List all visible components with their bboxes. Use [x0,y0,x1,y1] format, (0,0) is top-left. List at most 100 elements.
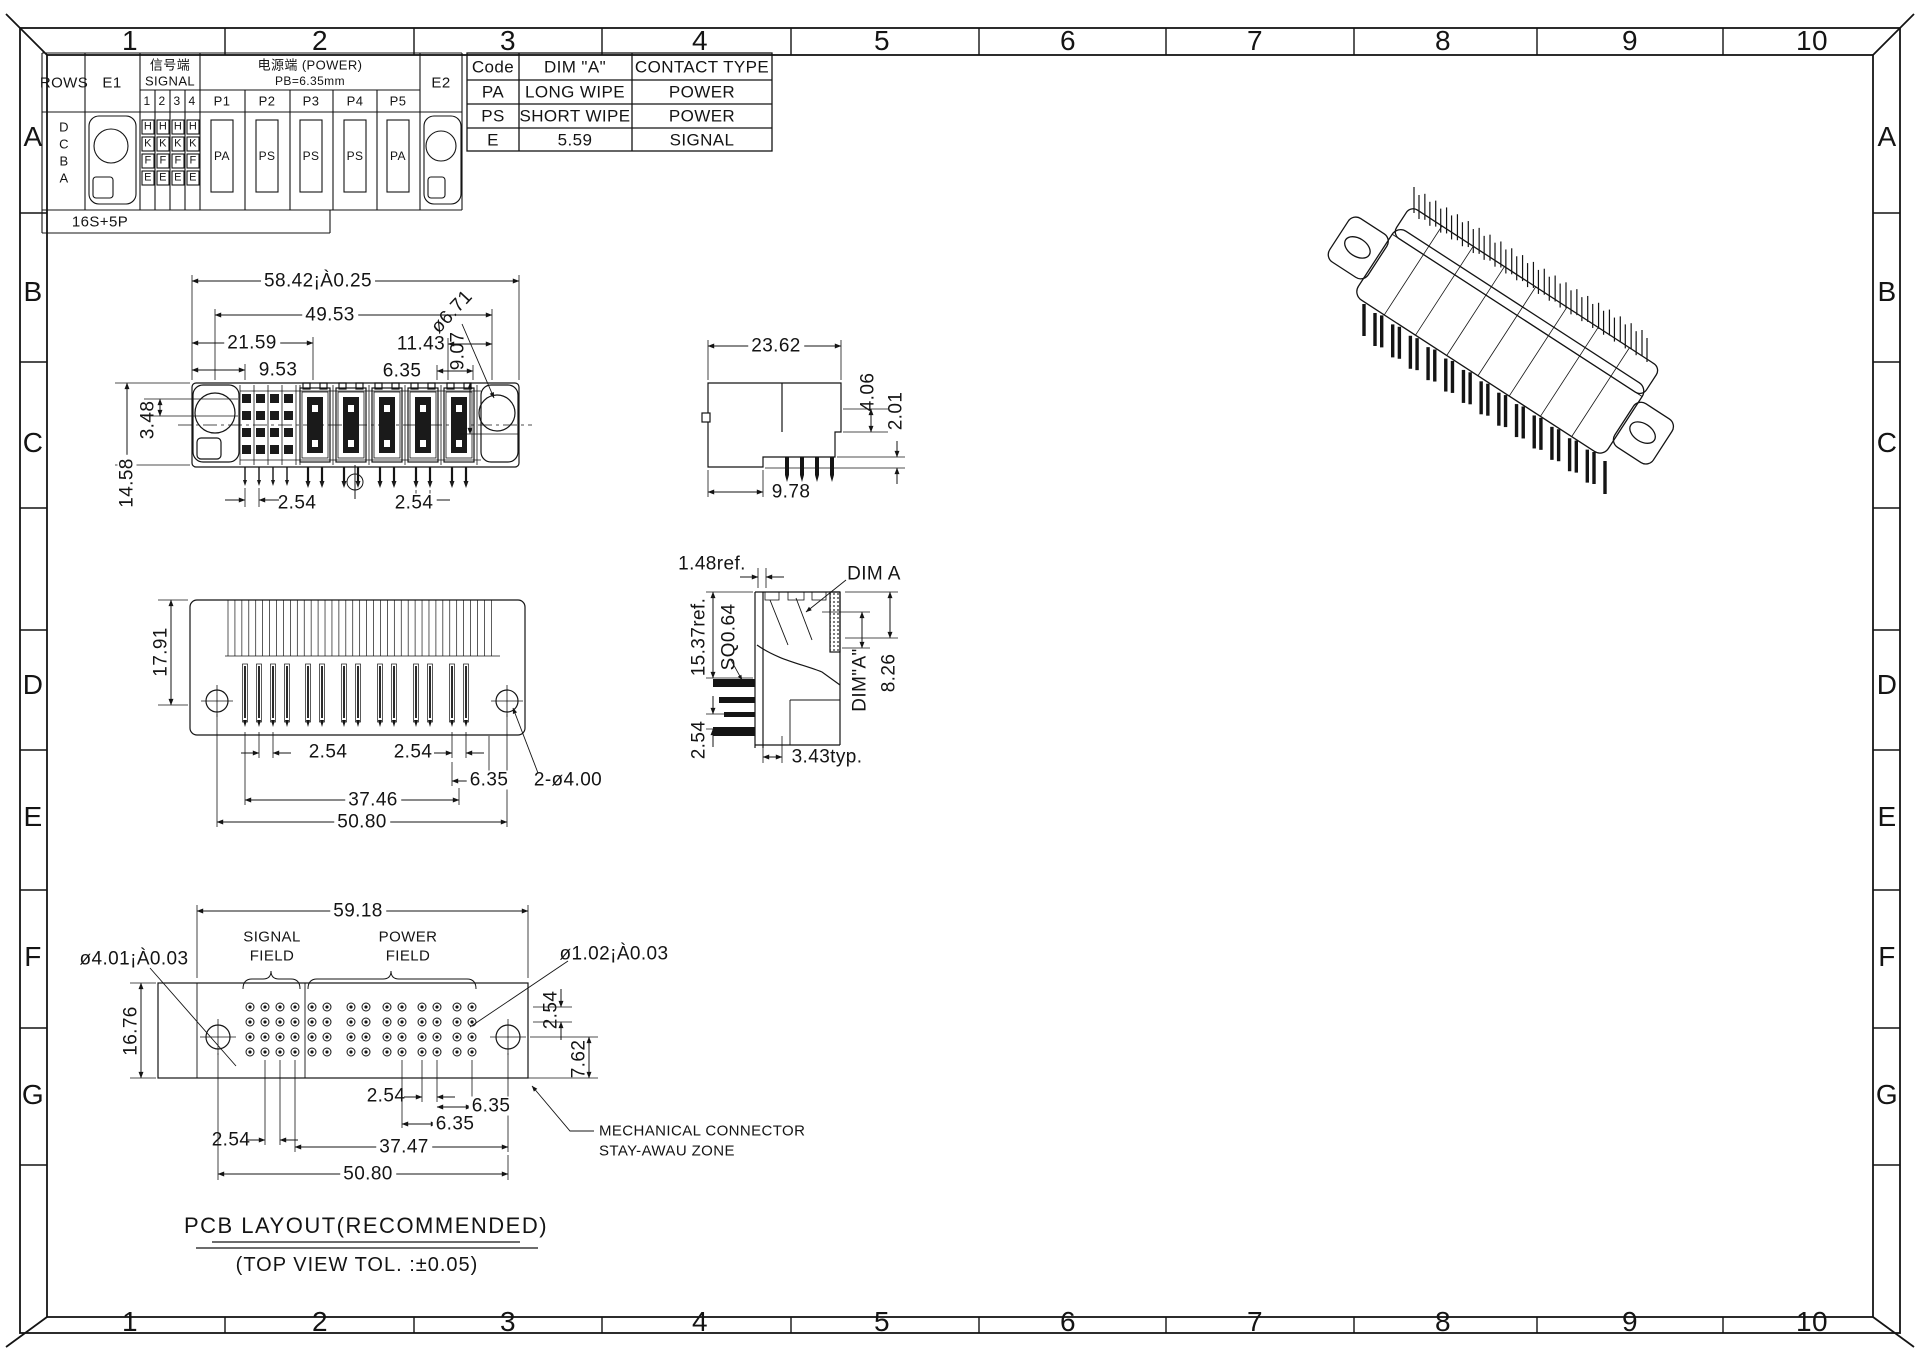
section-view-linework [713,591,841,748]
front-view-contacts [242,394,469,488]
power-col-p1: P1 [213,93,231,109]
power-code-p4: PS [346,149,364,163]
code-table-header-dima: DIM "A" [543,57,607,77]
signal-table-linework [41,52,463,234]
table-e2-label: E2 [431,74,451,92]
dim-6-35-bottom: 6.35 [466,770,512,790]
power-code-p3: PS [302,149,320,163]
code-table-cell: POWER [668,106,736,126]
power-code-p1: PA [214,149,230,163]
designation-label: 16S+5P [71,213,129,231]
code-table-header-code: Code [471,57,515,77]
iso-view-body [1327,208,1675,465]
border-row-label: D [1876,669,1898,700]
dim-6-35-a: 6.35 [468,1096,514,1116]
power-code-p2: PS [258,149,276,163]
row-letter-a: A [59,170,69,186]
border-col-label: 9 [1622,1306,1638,1337]
sheet-border [5,13,1915,1348]
border-row-label: G [21,1079,45,1110]
side-view-linework [701,382,842,482]
signal-grid-cell: F [174,154,182,167]
power-col-p3: P3 [302,93,320,109]
border-col-label: 1 [122,1306,138,1337]
border-col-label: 9 [1622,25,1638,56]
border-row-label: G [1875,1079,1899,1110]
border-row-label: C [1876,427,1898,458]
table-rows-header: ROWS [39,74,89,92]
signal-grid-cell: E [189,171,197,184]
power-header-cn: 电源端 (POWER) [257,57,363,73]
dim-23-62: 23.62 [748,336,804,356]
dim-inner-width: 49.53 [302,305,358,325]
dim-37-47: 37.47 [376,1137,432,1157]
signal-col-4: 4 [188,94,196,108]
stay-away-note-2: STAY-AWAU ZONE [599,1142,735,1160]
dim-2-54-section: 2.54 [688,720,710,760]
dim-21-59: 21.59 [224,333,280,353]
code-table-cell: 5.59 [557,130,593,150]
dim-16-76: 16.76 [120,1006,142,1056]
bottom-view-linework [189,599,526,736]
signal-col-3: 3 [173,94,181,108]
code-table-cell: SHORT WIPE [519,106,631,126]
signal-col-1: 1 [143,94,151,108]
signal-grid-cell: E [174,171,182,184]
dim-9-78: 9.78 [771,481,811,503]
dim-pitch-left: 2.54 [277,492,317,514]
signal-col-2: 2 [158,94,166,108]
code-table-cell: SIGNAL [669,130,735,150]
pcb-view-linework [157,970,529,1079]
dim-2-54-power: 2.54 [366,1085,406,1107]
table-e1-label: E1 [102,74,122,92]
dim-50-80-bottom: 50.80 [334,812,390,832]
code-table-cell: PA [481,82,505,102]
border-row-label: A [1877,121,1897,152]
border-row-label: B [23,276,43,307]
border-row-label: B [1877,276,1897,307]
border-col-label: 7 [1247,25,1263,56]
border-row-label: A [23,121,43,152]
dim-dia-4-01: ø4.01¡À0.03 [79,948,189,970]
border-col-label: 3 [500,25,516,56]
dim-9-53: 9.53 [258,359,298,381]
border-row-label: C [22,427,44,458]
code-table-cell: E [487,130,499,150]
row-letter-c: C [59,136,69,152]
dim-37-46: 37.46 [345,790,401,810]
signal-grid-cell: F [189,154,197,167]
border-col-label: 4 [692,1306,708,1337]
dim-50-80-pcb: 50.80 [340,1164,396,1184]
row-letter-b: B [59,153,69,169]
front-view-linework [178,382,532,499]
signal-grid-cell: H [188,120,198,133]
dim-9-07: 9.07 [447,331,469,371]
power-field-label-1: POWER [378,928,438,946]
section-view-dims [706,568,898,763]
dim-6-35-b: 6.35 [432,1114,478,1134]
dim-pitch-right: 2.54 [391,493,437,513]
border-col-label: 8 [1435,25,1451,56]
power-field-label-2: FIELD [385,947,431,965]
border-col-label: 5 [874,1306,890,1337]
border-row-label: F [1878,941,1896,972]
border-col-label: 3 [500,1306,516,1337]
dim-dia-1-02: ø1.02¡À0.03 [559,943,669,965]
dim-17-91: 17.91 [150,627,172,677]
border-col-label: 4 [692,25,708,56]
border-row-label: F [24,941,42,972]
border-row-label: E [1877,801,1897,832]
dim-59-18: 59.18 [330,901,386,921]
power-col-p4: P4 [346,93,364,109]
signal-grid-cell: K [159,137,167,150]
dim-mount-holes: 2-ø4.00 [533,769,603,791]
dim-a-rotated: DIM"A" [849,648,871,712]
border-ticks [20,28,1900,1333]
signal-grid-cell: K [174,137,182,150]
row-letter-d: D [59,119,69,135]
border-col-label: 2 [312,1306,328,1337]
signal-field-label-2: FIELD [249,947,295,965]
code-table-header-type: CONTACT TYPE [634,57,770,77]
dim-4-06: 4.06 [857,372,879,412]
